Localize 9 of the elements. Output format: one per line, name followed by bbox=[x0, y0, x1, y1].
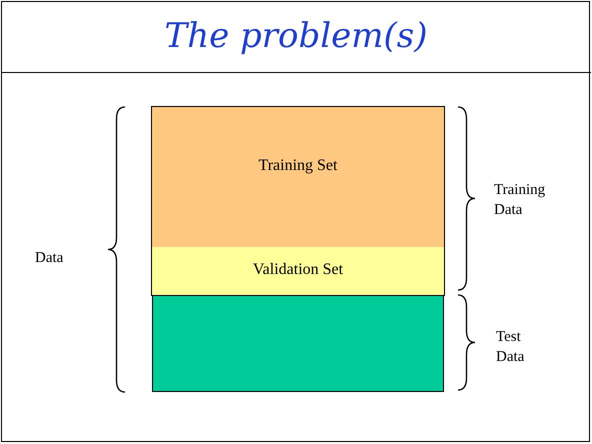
brace-label: Data bbox=[35, 249, 64, 268]
training-set-box bbox=[152, 107, 444, 247]
brace-label: Training Data bbox=[494, 181, 546, 220]
slide-title: The problem(s) bbox=[164, 16, 428, 56]
test-set-box bbox=[152, 295, 444, 392]
validation-set-box bbox=[152, 247, 444, 295]
brace-label: Test Data bbox=[496, 328, 526, 367]
set-label: Validation Set bbox=[252, 261, 344, 279]
set-label: Training Set bbox=[258, 157, 338, 175]
